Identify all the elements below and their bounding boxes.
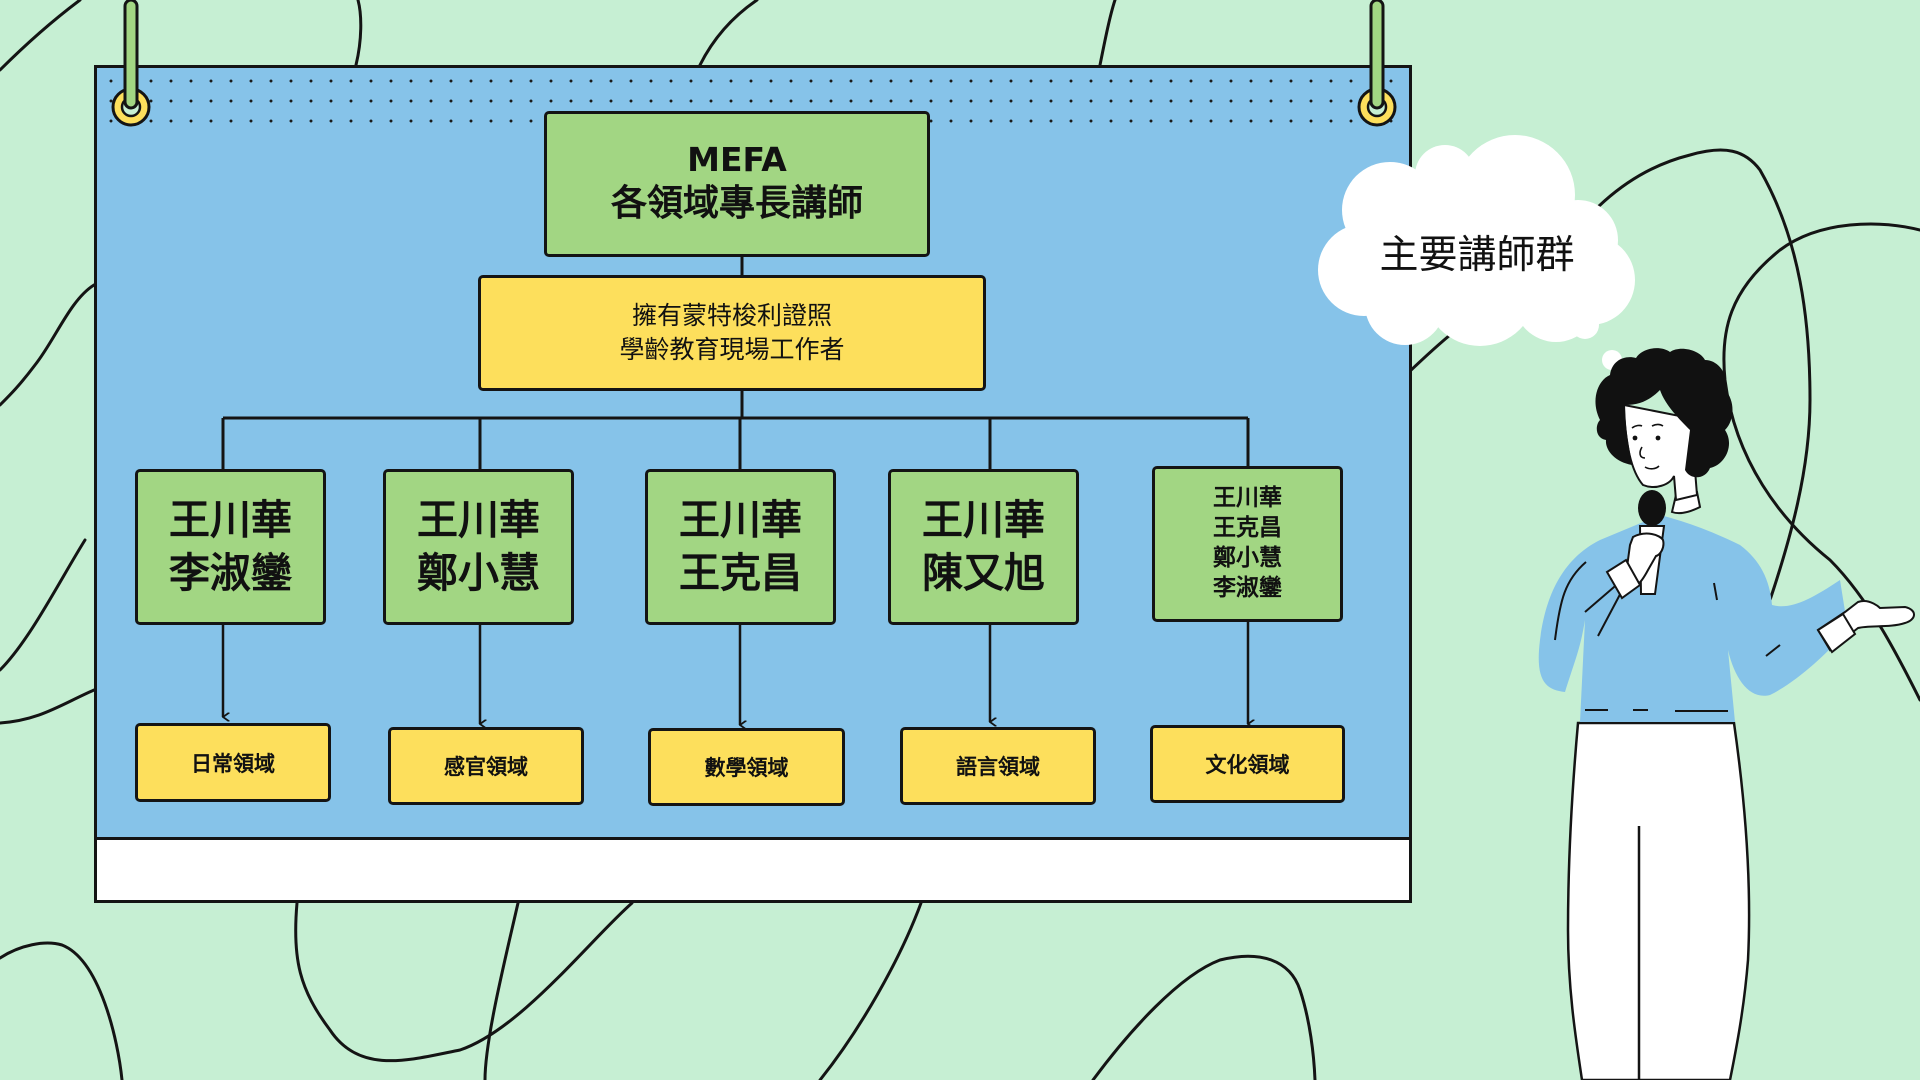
instructor-name: 王川華 (922, 495, 1045, 544)
hanger-right-icon (1357, 0, 1397, 127)
domain-label: 文化領域 (1205, 753, 1290, 777)
root-title-en: MEFA (687, 140, 787, 180)
instructor-node-3: 王川華 王克昌 (645, 469, 836, 625)
instructor-name: 王川華 (679, 495, 802, 544)
squiggle-top-right (1098, 0, 1117, 67)
squiggle-right-1 (1561, 148, 1812, 602)
root-node: MEFA 各領域專長講師 (544, 111, 930, 257)
instructor-name: 王川華 (169, 495, 292, 544)
presenter-head (1595, 348, 1733, 515)
squiggle-top-left (0, 0, 82, 72)
instructor-name: 王克昌 (1213, 515, 1282, 542)
instructor-name: 李淑鑾 (1213, 574, 1282, 601)
domain-node-4: 語言領域 (900, 727, 1096, 805)
instructor-name: 陳又旭 (922, 549, 1045, 597)
instructor-node-5: 王川華 王克昌 鄭小慧 李淑鑾 (1152, 466, 1343, 622)
squiggle-top-mid-2 (698, 0, 759, 67)
domain-node-5: 文化領域 (1150, 725, 1345, 803)
squiggle-left-2 (0, 688, 96, 725)
domain-label: 數學領域 (704, 756, 789, 780)
squiggle-bottom-2 (483, 901, 520, 1080)
instructor-node-1: 王川華 李淑鑾 (135, 469, 326, 625)
domain-label: 語言領域 (956, 755, 1040, 779)
instructor-name: 鄭小慧 (417, 549, 540, 597)
squiggle-bottom-3 (0, 941, 124, 1080)
root-title-zh: 各領域專長講師 (610, 183, 863, 225)
qualification-line-2: 學齡教育現場工作者 (619, 335, 845, 364)
instructor-node-4: 王川華 陳又旭 (888, 469, 1079, 625)
instructor-name: 鄭小慧 (1213, 545, 1282, 571)
presenter-left-hand (1605, 532, 1665, 600)
presenter-right-hand (1816, 600, 1915, 654)
presenter-legs (1566, 721, 1751, 1080)
squiggle-bottom-1 (294, 901, 634, 1063)
instructor-node-2: 王川華 鄭小慧 (383, 469, 574, 625)
hanger-left-icon (111, 0, 151, 127)
domain-node-2: 感官領域 (388, 727, 584, 805)
instructor-name: 王川華 (1213, 485, 1282, 512)
domain-label: 感官領域 (444, 755, 528, 779)
squiggle-bottom-4 (818, 901, 923, 1080)
domain-node-3: 數學領域 (648, 728, 845, 806)
squiggle-left-3 (0, 538, 87, 672)
qualification-line-1: 擁有蒙特梭利證照 (631, 301, 832, 331)
instructor-name: 李淑鑾 (169, 549, 292, 597)
instructor-name: 王克昌 (679, 549, 802, 597)
squiggle-top-mid-1 (354, 0, 363, 67)
domain-label: 日常領域 (191, 751, 275, 776)
domain-node-1: 日常領域 (135, 723, 331, 802)
speech-bubble-text: 主要講師群 (1379, 233, 1575, 278)
instructor-name: 王川華 (417, 495, 540, 544)
squiggle-bottom-5 (1091, 954, 1317, 1080)
qualification-node: 擁有蒙特梭利證照 學齡教育現場工作者 (478, 275, 986, 391)
presenter-torso (1538, 515, 1848, 722)
board-bottom-strip (97, 837, 1409, 900)
squiggle-left-1 (0, 283, 96, 407)
